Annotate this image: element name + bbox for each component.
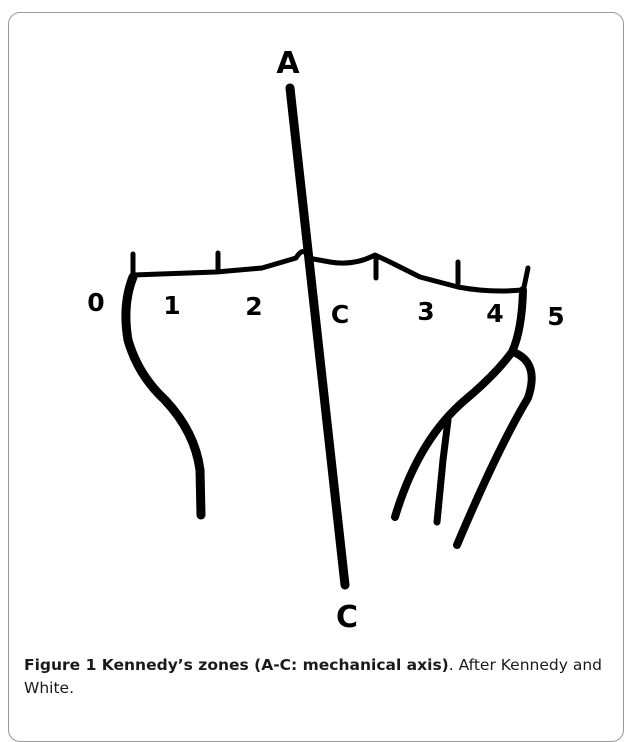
fibula-inner: [433, 416, 452, 526]
center-label-c: C: [331, 300, 349, 329]
caption-title: Figure 1 Kennedy’s zones (A-C: mechanica…: [24, 656, 449, 674]
caption-text: . After Kennedy and White.: [24, 656, 602, 697]
axis-label-a: A: [276, 46, 300, 81]
zone-label-4: 4: [486, 299, 503, 328]
joint-line: [130, 249, 525, 294]
zone-label-3: 3: [417, 297, 434, 326]
figure-caption: Figure 1 Kennedy’s zones (A-C: mechanica…: [24, 654, 614, 700]
zone-label-2: 2: [245, 292, 262, 321]
lateral-cortex: [391, 286, 527, 521]
fibula: [453, 348, 536, 549]
zone-label-1: 1: [163, 291, 180, 320]
zone-label-0: 0: [87, 288, 104, 317]
figure-frame: [8, 12, 624, 742]
kennedy-zones-diagram: A C C 0 1 2 3 4 5: [87, 46, 564, 635]
mechanical-axis: [285, 83, 350, 590]
medial-cortex: [121, 272, 206, 520]
zone-label-5: 5: [547, 302, 564, 331]
axis-label-c-bottom: C: [336, 600, 358, 635]
